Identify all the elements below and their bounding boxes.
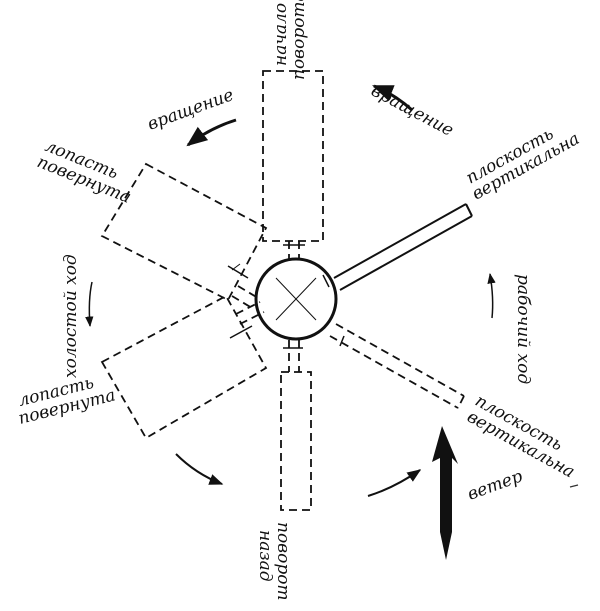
blade-lower-right-flange xyxy=(339,335,345,347)
blade-plane-vertical-upper xyxy=(322,203,473,291)
label-rotation-left: вращение xyxy=(145,85,237,135)
rotation-arrow-bottom-right xyxy=(367,469,422,497)
blade-lower-left-flange xyxy=(229,325,253,339)
blade-turn-back xyxy=(280,340,312,511)
idle-stroke-arrow xyxy=(85,281,94,328)
label-working-stroke: рабочий ход xyxy=(513,274,533,384)
rotation-arrow-bottom-left xyxy=(175,453,224,485)
label-turn-back-line2: назад xyxy=(255,530,275,582)
axis-tick xyxy=(231,263,241,271)
label-wind: ветер xyxy=(465,466,526,504)
blade-upper-left-flange xyxy=(227,265,249,279)
stray-mark xyxy=(569,484,579,488)
rotation-arrow-top-left xyxy=(186,118,237,147)
wind-arrow-icon xyxy=(432,426,458,560)
blade-rotation-start xyxy=(262,70,324,259)
label-idle-stroke: холостой ход xyxy=(61,254,81,378)
working-stroke-arrow xyxy=(487,272,496,319)
blade-turned-lower xyxy=(100,294,268,440)
label-turn-back-line1: поворот xyxy=(273,522,293,601)
label-rotation-start-line1: начало xyxy=(271,3,291,66)
rotation-arrow-top-right xyxy=(372,84,413,112)
hub xyxy=(254,257,338,341)
blade-turned-upper xyxy=(100,162,268,309)
blade-plane-vertical-lower xyxy=(329,323,465,409)
label-rotation-right: вращение xyxy=(368,81,457,141)
label-rotation-start-line2: поворота xyxy=(289,0,309,80)
